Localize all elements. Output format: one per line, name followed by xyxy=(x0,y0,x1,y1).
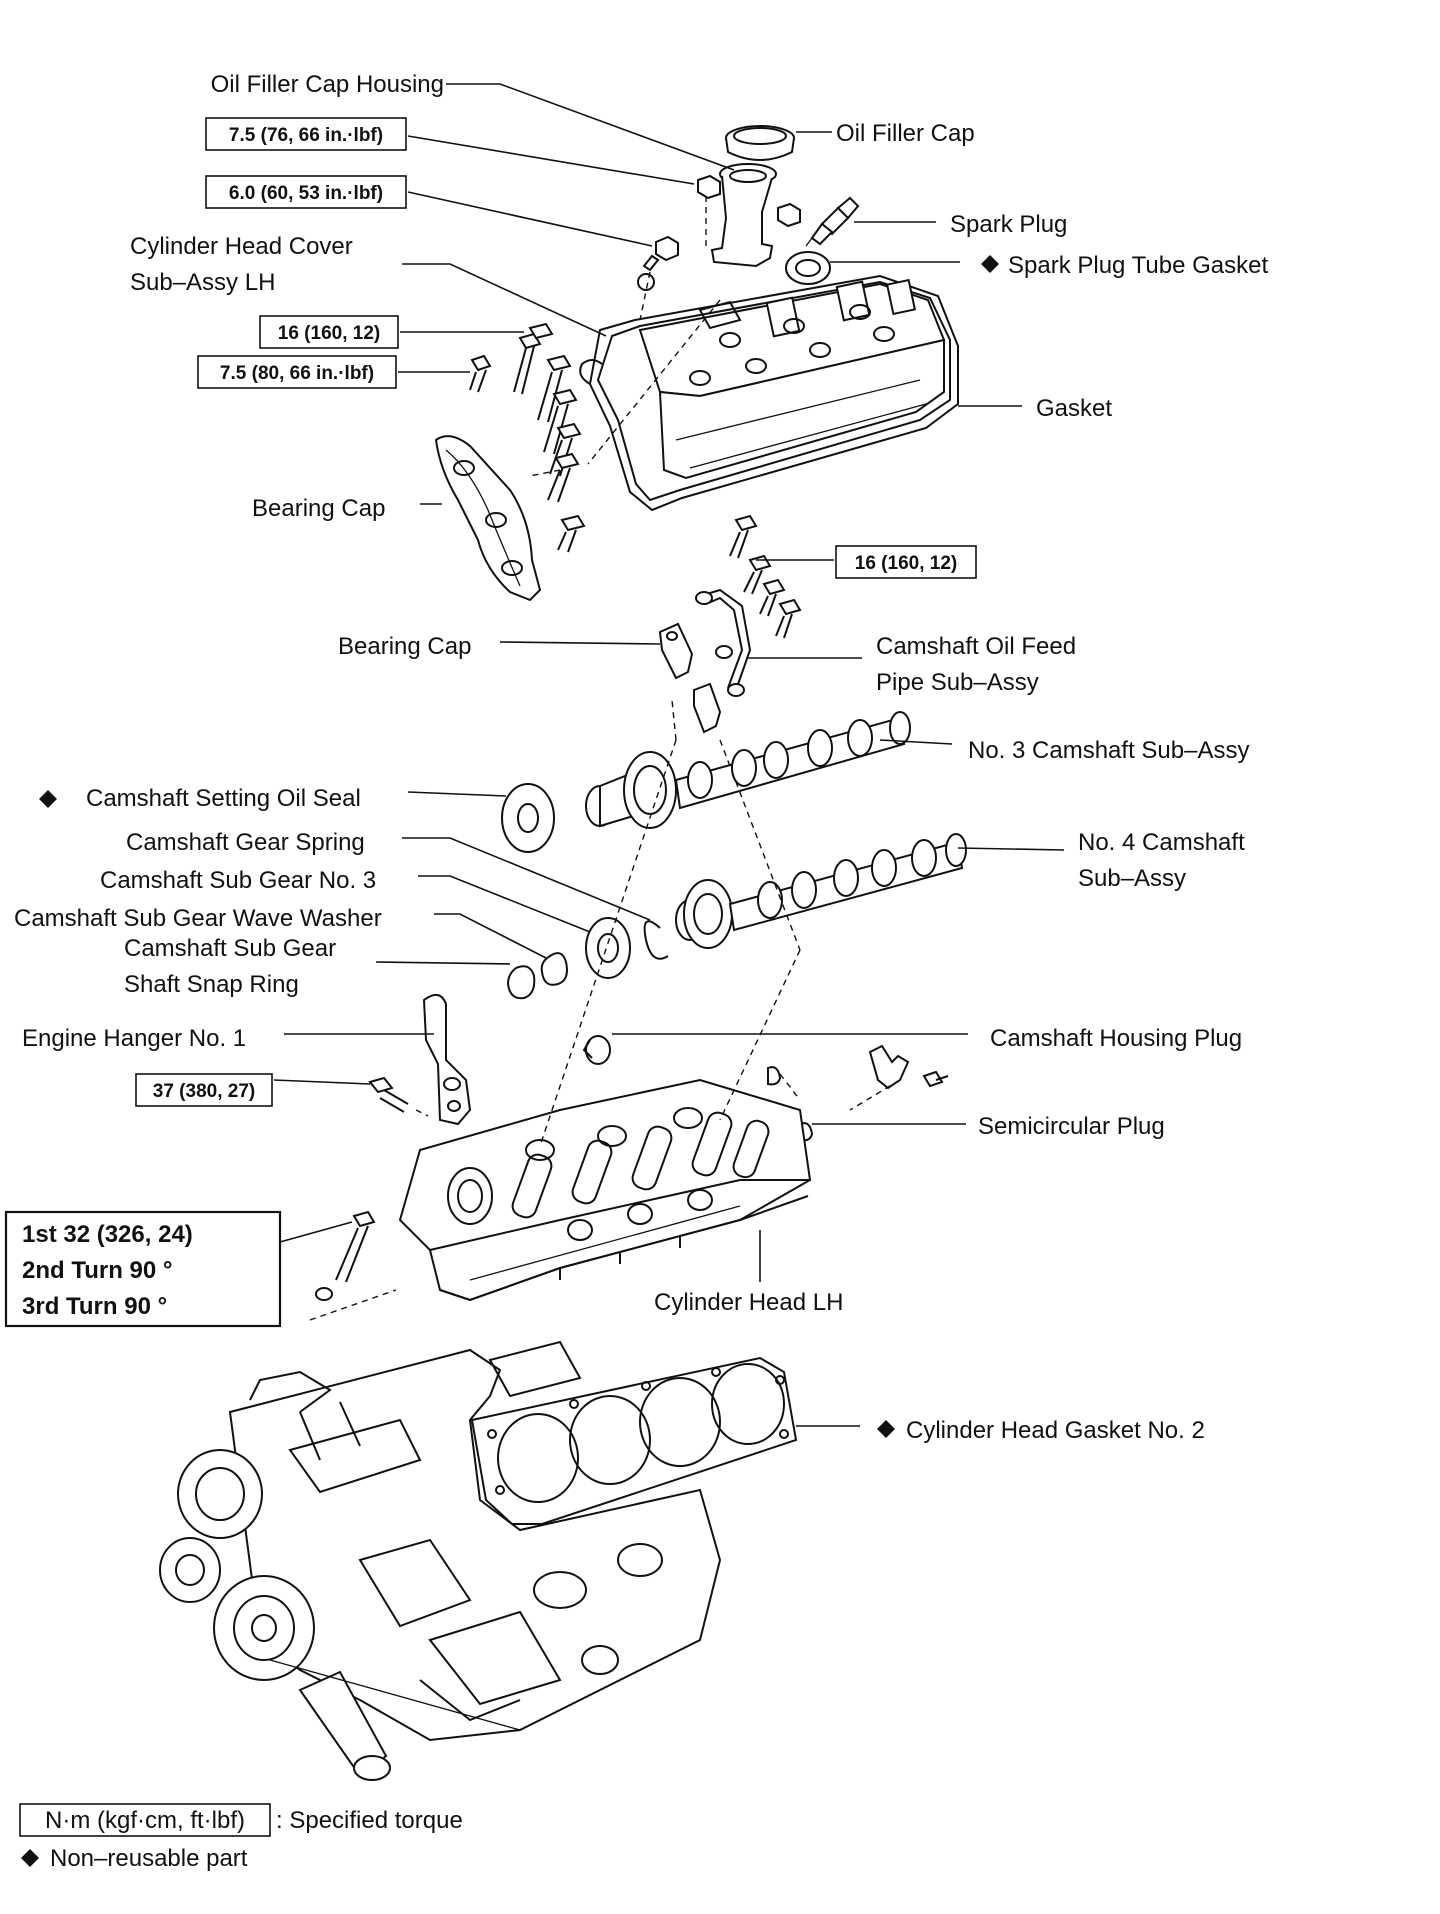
no4-camshaft-drawing xyxy=(675,833,967,949)
head-bolt-drawing xyxy=(315,1210,376,1301)
label-bearing-cap-lower: Bearing Cap xyxy=(338,633,471,660)
camshaft-sub-gear-drawing xyxy=(585,917,631,979)
camshaft-oil-feed-pipe-drawing xyxy=(695,588,752,697)
spark-plug-tube-gasket-drawing xyxy=(785,251,831,285)
nonreusable-diamond-icon xyxy=(21,1849,39,1867)
legend-nonreusable-text: Non–reusable part xyxy=(50,1845,248,1872)
cylinder-head-cover-drawing xyxy=(579,274,959,512)
label-no4-camshaft-2: Sub–Assy xyxy=(1078,865,1186,892)
nonreusable-diamond-icon xyxy=(877,1420,895,1438)
label-gasket: Gasket xyxy=(1036,395,1112,422)
label-cylinder-head-cover-1: Cylinder Head Cover xyxy=(130,233,353,260)
torque-t7-line3: 3rd Turn 90 ° xyxy=(22,1293,167,1320)
cover-bolts-drawing xyxy=(469,322,586,553)
label-camshaft-sub-gear-no3: Camshaft Sub Gear No. 3 xyxy=(100,867,376,894)
label-camshaft-gear-spring: Camshaft Gear Spring xyxy=(126,829,365,856)
camshaft-housing-plug-drawing xyxy=(582,1035,611,1065)
label-oil-filler-cap-housing: Oil Filler Cap Housing xyxy=(211,71,444,98)
torque-t6-text: 37 (380, 27) xyxy=(153,1081,255,1102)
label-no4-camshaft-1: No. 4 Camshaft xyxy=(1078,829,1245,856)
camshaft-gear-spring-drawing xyxy=(643,920,669,960)
oil-filler-cap-drawing xyxy=(725,125,795,161)
torque-spec-t7: 1st 32 (326, 24) 2nd Turn 90 ° 3rd Turn … xyxy=(4,1210,282,1328)
legend-torque-units: N·m (kgf·cm, ft·lbf) xyxy=(45,1807,245,1834)
torque-spec-t2: 6.0 (60, 53 in.·lbf) xyxy=(205,175,407,209)
torque-t2-text: 6.0 (60, 53 in.·lbf) xyxy=(229,183,383,204)
torque-spec-t1: 7.5 (76, 66 in.·lbf) xyxy=(205,117,407,151)
label-oil-filler-cap: Oil Filler Cap xyxy=(836,120,975,147)
engine-block-drawing xyxy=(159,1340,722,1781)
torque-t1-text: 7.5 (76, 66 in.·lbf) xyxy=(229,125,383,146)
label-camshaft-oil-feed-2: Pipe Sub–Assy xyxy=(876,669,1039,696)
label-camshaft-sub-gear-wave-washer: Camshaft Sub Gear Wave Washer xyxy=(14,905,382,932)
cylinder-head-lh-drawing xyxy=(398,1078,812,1302)
oil-filler-cap-housing-drawing xyxy=(710,163,777,268)
housing-nuts-drawing xyxy=(637,174,801,291)
torque-t4-text: 7.5 (80, 66 in.·lbf) xyxy=(220,363,374,384)
assembly-dashed-lines xyxy=(309,196,901,1321)
label-camshaft-sub-gear-snap-1: Camshaft Sub Gear xyxy=(124,935,336,962)
torque-spec-t3: 16 (160, 12) xyxy=(259,315,399,349)
wave-washer-drawing xyxy=(540,952,568,986)
bearing-cap-lower-drawing xyxy=(658,622,722,734)
label-camshaft-housing-plug: Camshaft Housing Plug xyxy=(990,1025,1242,1052)
nonreusable-diamond-icon xyxy=(981,255,999,273)
torque-t5-text: 16 (160, 12) xyxy=(855,553,957,574)
cylinder-head-gasket-drawing xyxy=(470,1356,798,1525)
spark-plug-drawing xyxy=(805,196,860,247)
bearing-cap-bolts-drawing xyxy=(729,514,802,639)
engine-hanger-drawing xyxy=(422,993,472,1126)
snap-ring-drawing xyxy=(506,965,536,1000)
legend-torque-text: : Specified torque xyxy=(276,1807,463,1834)
label-camshaft-setting-oil-seal: Camshaft Setting Oil Seal xyxy=(86,785,361,812)
torque-spec-t5: 16 (160, 12) xyxy=(835,545,977,579)
torque-t3-text: 16 (160, 12) xyxy=(278,323,380,344)
no3-camshaft-drawing xyxy=(585,711,911,829)
legend: N·m (kgf·cm, ft·lbf) : Specified torque … xyxy=(19,1803,463,1872)
torque-spec-t6: 37 (380, 27) xyxy=(135,1073,273,1107)
torque-t7-line2: 2nd Turn 90 ° xyxy=(22,1257,173,1284)
label-no3-camshaft: No. 3 Camshaft Sub–Assy xyxy=(968,737,1249,764)
label-cylinder-head-lh: Cylinder Head LH xyxy=(654,1289,843,1316)
label-spark-plug: Spark Plug xyxy=(950,211,1067,238)
bearing-cap-upper-drawing xyxy=(434,435,542,602)
torque-spec-t4: 7.5 (80, 66 in.·lbf) xyxy=(197,355,397,389)
label-cylinder-head-gasket: Cylinder Head Gasket No. 2 xyxy=(906,1417,1205,1444)
leader-lines xyxy=(273,83,1065,1427)
nonreusable-diamond-icon xyxy=(39,790,57,808)
label-bearing-cap-upper: Bearing Cap xyxy=(252,495,385,522)
bracket-drawing xyxy=(868,1044,949,1090)
engine-hanger-bolt-drawing xyxy=(368,1076,409,1113)
label-engine-hanger: Engine Hanger No. 1 xyxy=(22,1025,246,1052)
label-camshaft-sub-gear-snap-2: Shaft Snap Ring xyxy=(124,971,299,998)
legend-torque-box xyxy=(19,1803,271,1837)
label-camshaft-oil-feed-1: Camshaft Oil Feed xyxy=(876,633,1076,660)
label-semicircular-plug: Semicircular Plug xyxy=(978,1113,1165,1140)
camshaft-setting-oil-seal-drawing xyxy=(501,783,555,853)
label-cylinder-head-cover-2: Sub–Assy LH xyxy=(130,269,275,296)
torque-t7-line1: 1st 32 (326, 24) xyxy=(22,1221,193,1248)
label-spark-plug-tube-gasket: Spark Plug Tube Gasket xyxy=(1008,252,1268,279)
